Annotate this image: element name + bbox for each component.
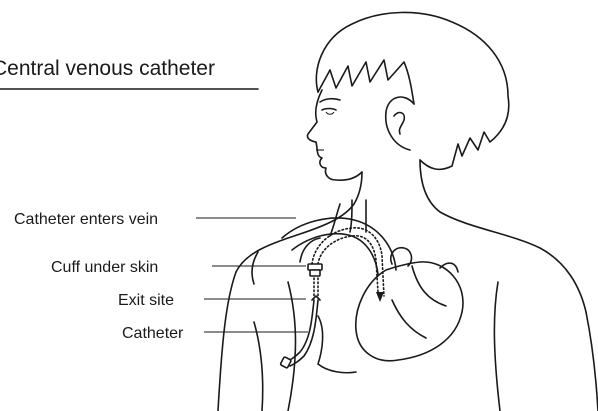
label-text-catheter: Catheter <box>122 325 184 342</box>
label-catheter-enters-vein: Catheter enters vein <box>14 211 296 228</box>
cuff <box>308 264 322 270</box>
label-cuff-under-skin: Cuff under skin <box>51 259 306 276</box>
heart-illustration <box>356 248 463 361</box>
label-text-exit-site: Exit site <box>118 292 174 309</box>
label-catheter: Catheter <box>122 325 308 342</box>
head-illustration <box>236 12 586 312</box>
label-text-cuff: Cuff under skin <box>51 259 158 276</box>
catheter-tip <box>376 292 384 302</box>
label-exit-site: Exit site <box>118 292 306 309</box>
vein-illustration <box>282 200 396 274</box>
label-text-enters-vein: Catheter enters vein <box>14 211 158 228</box>
diagram-title: Central venous catheter <box>0 57 215 80</box>
